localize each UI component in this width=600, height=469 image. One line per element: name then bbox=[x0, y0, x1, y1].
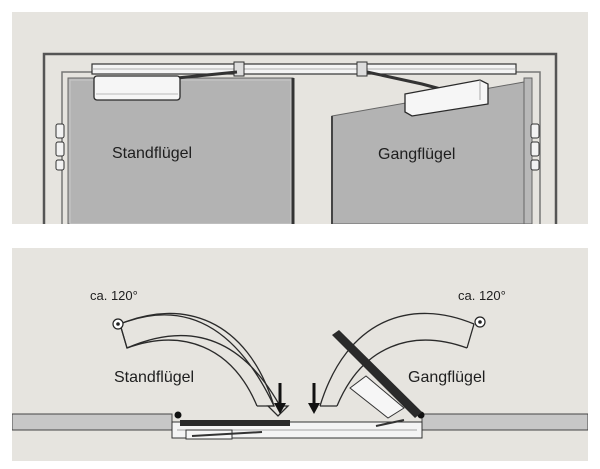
elevation-drawing: Standflügel Gangflügel bbox=[42, 52, 558, 224]
plan-left-label: Standflügel bbox=[114, 369, 194, 386]
plan-view: ca. 120° ca. 120° Standflügel Gangflügel bbox=[12, 248, 588, 461]
right-door-closer bbox=[404, 79, 489, 117]
left-pivot-icon bbox=[174, 411, 182, 419]
left-angle-marker-icon bbox=[112, 318, 124, 330]
left-hinge-icon bbox=[55, 123, 65, 171]
door-frame bbox=[42, 52, 558, 224]
right-angle-marker-icon bbox=[474, 316, 486, 328]
left-leaf-plan bbox=[180, 420, 290, 426]
right-swing-arrow bbox=[308, 383, 320, 414]
elevation-right-label: Gangflügel bbox=[378, 146, 455, 163]
elevation-left-label: Standflügel bbox=[112, 145, 192, 162]
right-leaf-plan bbox=[332, 330, 422, 418]
wall-right bbox=[421, 413, 588, 431]
elevation-view: Standflügel Gangflügel bbox=[12, 12, 588, 224]
plan-drawing: ca. 120° ca. 120° Standflügel Gangflügel bbox=[12, 288, 588, 440]
wall-left bbox=[12, 413, 173, 431]
left-door-closer bbox=[93, 75, 181, 101]
right-angle-label: ca. 120° bbox=[458, 288, 506, 303]
left-swing-arrow bbox=[119, 314, 290, 417]
plan-right-label: Gangflügel bbox=[408, 369, 485, 386]
left-angle-label: ca. 120° bbox=[90, 288, 138, 303]
left-door-leaf bbox=[67, 77, 294, 224]
right-hinge-icon bbox=[530, 123, 540, 171]
